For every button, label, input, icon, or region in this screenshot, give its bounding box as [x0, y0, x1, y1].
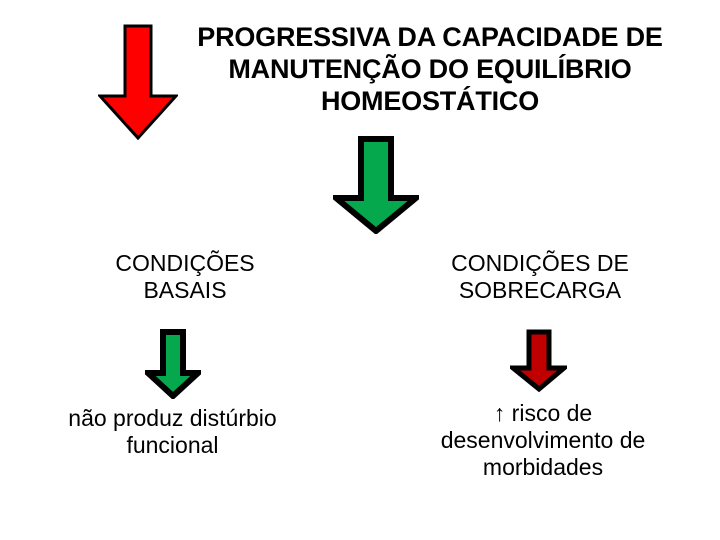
left-column-heading: CONDIÇÕES BASAIS [115, 250, 255, 304]
right-column-heading: CONDIÇÕES DE SOBRECARGA [451, 250, 629, 304]
down-arrow-green-left-icon [145, 329, 201, 399]
left-column-body: não produz distúrbio funcional [68, 405, 277, 459]
down-arrow-green-middle-glyph [333, 136, 419, 234]
down-arrow-red-top-icon [98, 24, 178, 141]
right-column-body: ↑ risco de desenvolvimento de morbidades [440, 400, 646, 481]
down-arrow-green-left-glyph [145, 329, 201, 399]
down-arrow-red-right-icon [510, 329, 567, 392]
page-title: PROGRESSIVA DA CAPACIDADE DE MANUTENÇÃO … [197, 22, 663, 116]
down-arrow-red-top-glyph [98, 24, 178, 141]
down-arrow-green-middle-icon [333, 136, 419, 234]
down-arrow-red-right-glyph [510, 329, 567, 392]
